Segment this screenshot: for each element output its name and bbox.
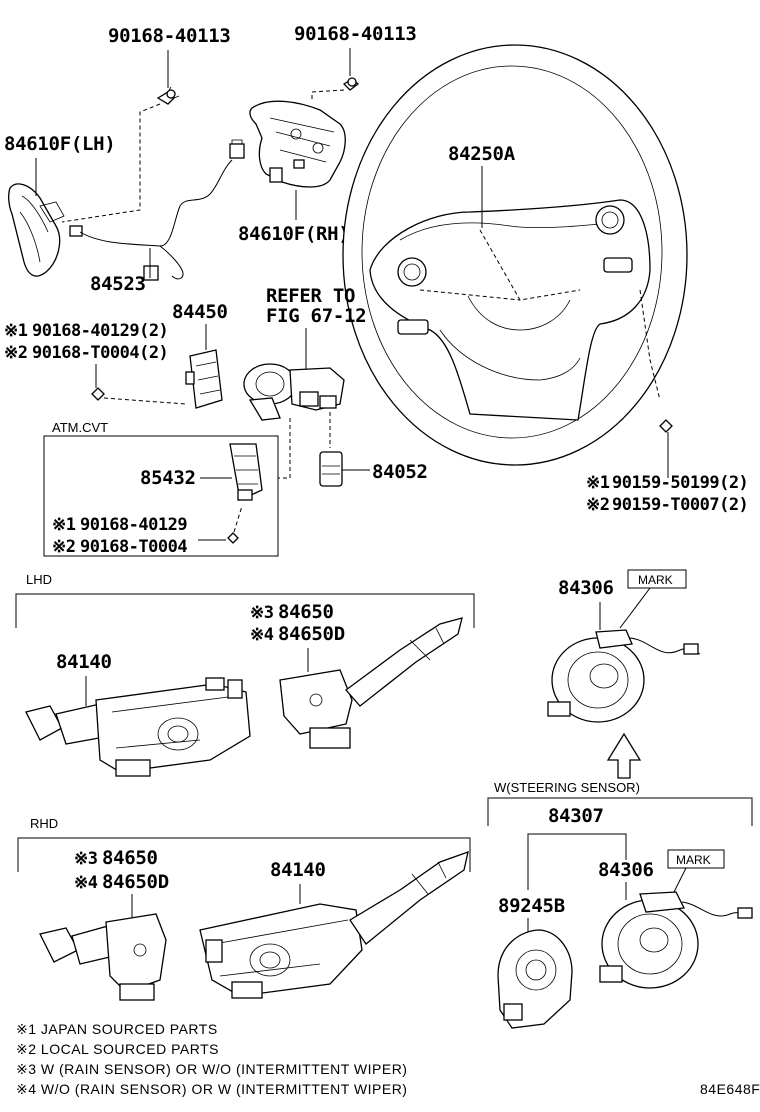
- label-lhd-combo: 84140: [56, 651, 112, 673]
- label-lhd-wiper-1-symbol: ※3: [250, 603, 274, 623]
- cvt-screw[interactable]: [227, 532, 239, 544]
- label-connector: 84052: [372, 461, 428, 483]
- wire-harness[interactable]: [79, 139, 245, 281]
- rhd-combination-switch[interactable]: [199, 850, 469, 999]
- w-sensor-bracket-line: [487, 797, 753, 826]
- label-lhd: LHD: [26, 572, 52, 587]
- label-screw-top-right: 90168-40113: [294, 23, 417, 45]
- note-1: ※1 JAPAN SOURCED PARTS: [16, 1021, 218, 1037]
- label-refer-line1: REFER TO: [266, 285, 355, 307]
- bracket[interactable]: [185, 349, 223, 409]
- label-rhd-wiper-2: 84650D: [102, 871, 169, 893]
- label-mark-top: MARK: [638, 573, 673, 587]
- screw-right[interactable]: [659, 419, 673, 433]
- label-screw-mid-2-symbol: ※2: [4, 343, 27, 363]
- label-screw-top-left: 90168-40113: [108, 25, 231, 47]
- note-4: ※4 W/O (RAIN SENSOR) OR W (INTERMITTENT …: [16, 1081, 407, 1097]
- label-mark-bottom: MARK: [676, 853, 711, 867]
- label-screw-mid-1: 90168-40129(2): [32, 321, 168, 341]
- label-wheel: 84250A: [448, 143, 516, 165]
- label-cvt-screw-1: 90168-40129: [80, 515, 187, 535]
- arrow-up-icon: [606, 732, 642, 779]
- label-refer-line2: FIG 67-12: [266, 305, 366, 327]
- steering-column-switch-body[interactable]: [243, 363, 345, 421]
- switch-lh[interactable]: [8, 183, 83, 277]
- clock-spring-bottom[interactable]: [599, 891, 753, 989]
- clock-spring-top[interactable]: [547, 629, 701, 723]
- label-screw-right-2-symbol: ※2: [586, 495, 609, 515]
- connector[interactable]: [319, 451, 343, 487]
- label-screw-mid-2: 90168-T0004(2): [32, 343, 168, 363]
- note-3: ※3 W (RAIN SENSOR) OR W/O (INTERMITTENT …: [16, 1061, 407, 1077]
- label-rhd-combo: 84140: [270, 859, 326, 881]
- label-screw-right-2: 90159-T0007(2): [612, 495, 748, 515]
- label-switch-rh: 84610F(RH): [238, 223, 349, 245]
- label-screw-mid-1-symbol: ※1: [4, 321, 28, 341]
- label-wire: 84523: [90, 273, 146, 295]
- lhd-bracket-line: [15, 593, 475, 628]
- label-rhd-wiper-1: 84650: [102, 847, 158, 869]
- label-atm-cvt: ATM.CVT: [52, 420, 108, 435]
- steering-sensor[interactable]: [497, 929, 573, 1029]
- lhd-wiper-switch[interactable]: [279, 617, 463, 749]
- label-lhd-wiper-2-symbol: ※4: [250, 625, 274, 645]
- rhd-wiper-switch[interactable]: [39, 913, 167, 1001]
- switch-rh[interactable]: [249, 100, 346, 188]
- screw-top-right[interactable]: [342, 77, 360, 91]
- mark-bottom-box: [667, 849, 725, 869]
- label-rhd: RHD: [30, 816, 58, 831]
- label-lhd-wiper-2: 84650D: [278, 623, 345, 645]
- label-bracket: 84450: [172, 301, 228, 323]
- label-clock-spring-top: 84306: [558, 577, 614, 599]
- label-cvt-screw-2: 90168-T0004: [80, 537, 187, 557]
- label-cvt-switch: 85432: [140, 467, 196, 489]
- label-lhd-wiper-1: 84650: [278, 601, 334, 623]
- mark-top-box: [627, 569, 687, 589]
- screw-mid[interactable]: [91, 387, 105, 401]
- note-2: ※2 LOCAL SOURCED PARTS: [16, 1041, 219, 1057]
- label-spiral-assy: 84307: [548, 805, 604, 827]
- label-rhd-wiper-1-symbol: ※3: [74, 849, 98, 869]
- label-cvt-screw-1-symbol: ※1: [52, 515, 76, 535]
- figure-code: 84E648F: [700, 1081, 760, 1097]
- steering-wheel[interactable]: [342, 44, 688, 466]
- label-w-sensor: W(STEERING SENSOR): [494, 780, 640, 795]
- label-screw-right-1-symbol: ※1: [586, 473, 610, 493]
- screw-top-left[interactable]: [156, 86, 180, 105]
- label-cvt-screw-2-symbol: ※2: [52, 537, 75, 557]
- label-steering-sensor: 89245B: [498, 895, 565, 917]
- footnotes: ※1 JAPAN SOURCED PARTS ※2 LOCAL SOURCED …: [16, 1021, 407, 1097]
- atm-cvt-box: [43, 435, 279, 557]
- label-switch-lh: 84610F(LH): [4, 133, 115, 155]
- lhd-combination-switch[interactable]: [25, 677, 251, 777]
- rhd-bracket-line: [17, 837, 471, 872]
- label-rhd-wiper-2-symbol: ※4: [74, 873, 98, 893]
- label-clock-spring-bottom: 84306: [598, 859, 654, 881]
- cvt-switch[interactable]: [229, 443, 263, 501]
- label-screw-right-1: 90159-50199(2): [612, 473, 748, 493]
